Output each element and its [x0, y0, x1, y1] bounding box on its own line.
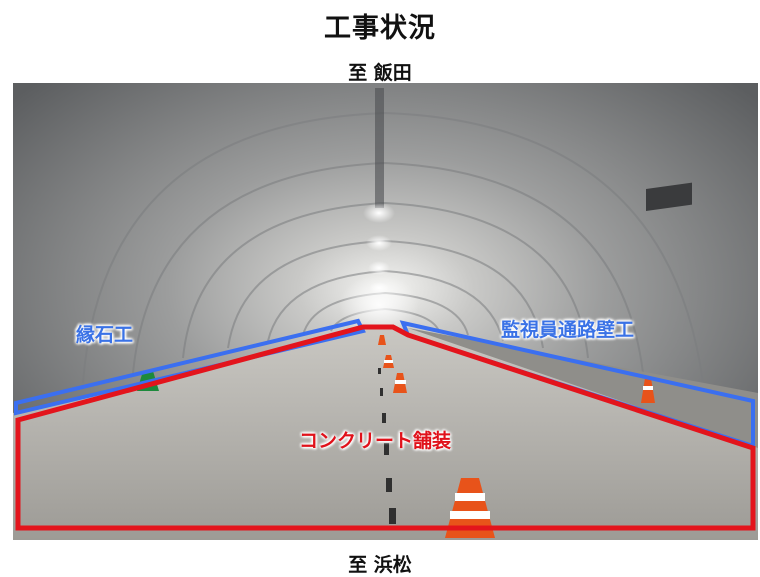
page-title: 工事状況: [324, 13, 436, 44]
walkway-wall-label: 監視員通路壁工: [501, 319, 635, 341]
pavement-label: コンクリート舗装: [299, 430, 452, 452]
curb-outline: [14, 318, 366, 416]
tunnel-photo: 縁石工 監視員通路壁工 コンクリート舗装: [13, 83, 758, 540]
pavement-outline: [15, 324, 756, 531]
direction-top-label: 至 飯田: [348, 62, 412, 84]
direction-bottom-label: 至 浜松: [348, 554, 412, 576]
curb-label: 縁石工: [76, 324, 134, 346]
